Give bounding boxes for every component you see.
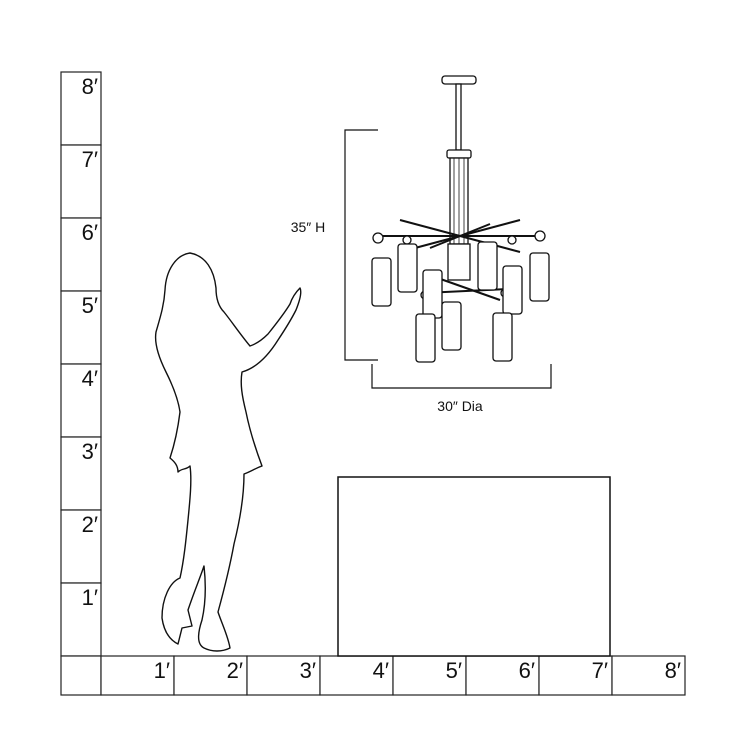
vertical-ruler-cell [60,582,102,657]
glass-shade [415,313,436,363]
chandelier-knuckle [402,235,412,245]
glass-shade [397,243,418,293]
vertical-ruler-label: 1′ [82,585,98,610]
chandelier-arm [431,275,501,301]
horizontal-ruler: 1′ 2′ 3′ 4′ 5′ 6′ 7′ 8′ [100,655,686,696]
chandelier-knuckle [507,235,517,245]
glass-shade [477,241,498,291]
horizontal-ruler-label: 5′ [446,658,462,683]
diameter-bracket [371,364,552,389]
chandelier-canopy [441,75,477,85]
height-bracket [344,129,378,361]
chandelier-lower-body [447,243,471,281]
chandelier-rod [455,83,462,151]
chandelier-knuckle [372,232,384,244]
glass-shade [422,269,443,319]
chandelier [371,75,550,363]
glass-shade [502,265,523,315]
diameter-label: 30″ Dia [437,398,483,414]
horizontal-ruler-cell [611,655,686,696]
vertical-ruler: 8′ 7′ 6′ 5′ 4′ 3′ 2′ 1′ [60,71,102,657]
horizontal-ruler-label: 1′ [154,658,170,683]
vertical-ruler-label: 8′ [82,74,98,99]
height-dimension: 35″ H [291,129,378,361]
chandelier-collar [446,149,472,159]
horizontal-ruler-cell [392,655,467,696]
vertical-ruler-label: 4′ [82,366,98,391]
diameter-dimension: 30″ Dia [371,364,552,414]
horizontal-ruler-label: 4′ [373,658,389,683]
vertical-ruler-label: 5′ [82,293,98,318]
vertical-ruler-cell [60,436,102,511]
height-label: 35″ H [291,219,326,235]
vertical-ruler-cell [60,71,102,146]
vertical-ruler-label: 6′ [82,220,98,245]
chandelier-arm [429,223,491,249]
horizontal-ruler-label: 2′ [227,658,243,683]
horizontal-ruler-label: 6′ [519,658,535,683]
horizontal-ruler-label: 8′ [665,658,681,683]
horizontal-ruler-cell [100,655,175,696]
glass-shade [371,257,392,307]
horizontal-ruler-label: 3′ [300,658,316,683]
horizontal-ruler-cell [319,655,394,696]
vertical-ruler-label: 2′ [82,512,98,537]
vertical-ruler-cell [60,144,102,219]
glass-shade [441,301,462,351]
glass-shade [529,252,550,302]
ruler-corner-cell [60,655,102,696]
chandelier-knuckle [534,230,546,242]
woman-silhouette [154,252,302,652]
table-outline [337,476,611,657]
vertical-ruler-label: 7′ [82,147,98,172]
horizontal-ruler-label: 7′ [592,658,608,683]
horizontal-ruler-cell [173,655,248,696]
vertical-ruler-label: 3′ [82,439,98,464]
vertical-ruler-cell [60,290,102,365]
glass-shade [492,312,513,362]
